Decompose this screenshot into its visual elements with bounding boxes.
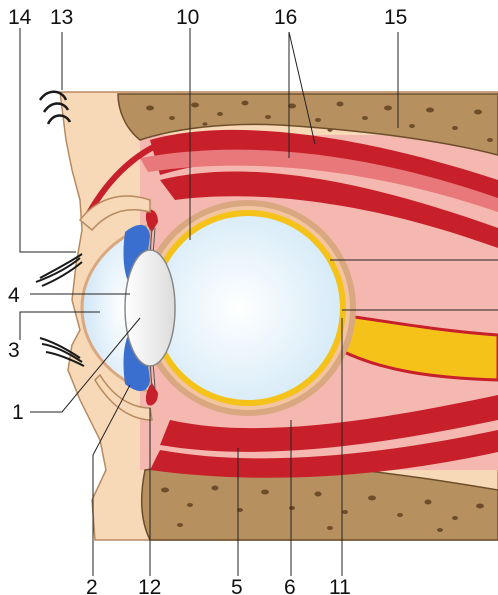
label-6: 6 <box>284 576 296 595</box>
label-12: 12 <box>138 576 161 595</box>
label-11: 11 <box>329 576 351 595</box>
label-4: 4 <box>8 284 20 307</box>
label-1: 1 <box>12 401 24 424</box>
label-5: 5 <box>231 576 243 595</box>
lens <box>125 250 175 366</box>
label-2: 2 <box>86 576 98 595</box>
label-3: 3 <box>8 339 20 362</box>
vitreous-body <box>156 216 340 400</box>
label-16: 16 <box>274 6 297 29</box>
label-10: 10 <box>176 6 199 29</box>
label-14: 14 <box>8 6 32 29</box>
label-15: 15 <box>384 6 407 29</box>
label-13: 13 <box>50 6 73 29</box>
